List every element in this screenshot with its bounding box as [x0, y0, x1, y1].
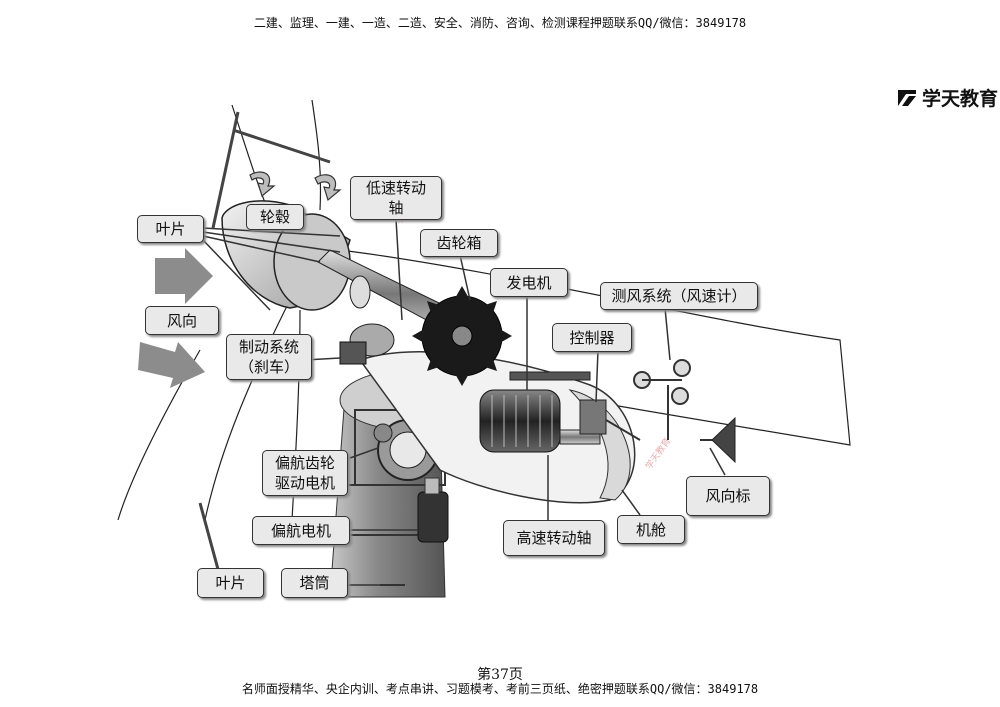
rotation-arrows	[249, 171, 342, 202]
label-wind-vane: 风向标	[686, 476, 770, 516]
yaw-motor	[417, 477, 449, 543]
generator	[479, 371, 601, 453]
yaw-gear	[373, 419, 439, 481]
leader-lines	[202, 218, 726, 586]
label-wind-direction: 风向	[145, 306, 219, 335]
wind-vane	[700, 416, 736, 464]
label-controller: 控制器	[552, 323, 632, 352]
brake-disc	[339, 323, 395, 365]
logo-text: 学天教育	[922, 88, 999, 110]
label-blade-top: 叶片	[137, 215, 204, 243]
label-high-speed-shaft: 高速转动轴	[503, 520, 605, 556]
label-nacelle: 机舱	[617, 515, 685, 544]
label-hub: 轮毂	[246, 204, 304, 230]
label-yaw-gear-motor: 偏航齿轮驱动电机	[262, 450, 348, 496]
label-yaw-motor: 偏航电机	[252, 516, 350, 545]
label-tower: 塔筒	[281, 568, 348, 598]
svg-text:学天教育: 学天教育	[643, 435, 673, 471]
anemometer	[633, 359, 691, 440]
label-generator: 发电机	[490, 268, 568, 297]
label-gearbox: 齿轮箱	[420, 229, 498, 257]
logo-icon	[898, 89, 916, 106]
gearbox-gear	[412, 286, 512, 386]
header-text: 二建、监理、一建、一造、二造、安全、消防、咨询、检测课程押题联系QQ/微信：38…	[253, 16, 747, 30]
page-number: 第37页	[477, 667, 523, 683]
label-blade-bottom: 叶片	[197, 568, 264, 598]
footer-text: 名师面授精华、央企内训、考点串讲、习题模考、考前三页纸、绝密押题联系QQ/微信：…	[241, 682, 759, 696]
wind-arrows	[138, 248, 213, 388]
logo: 学天教育	[898, 84, 998, 111]
label-low-speed-shaft: 低速转动轴	[350, 176, 442, 220]
label-brake-system: 制动系统（刹车）	[226, 334, 312, 380]
label-anemometer: 测风系统（风速计）	[600, 282, 758, 310]
controller	[579, 399, 641, 441]
